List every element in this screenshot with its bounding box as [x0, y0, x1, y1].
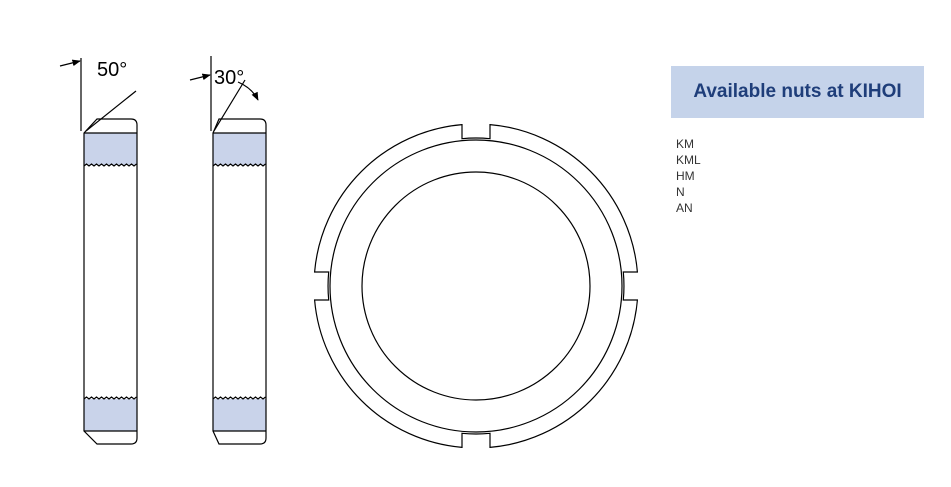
angle-label-30: 30°: [214, 67, 244, 89]
thread-line-bottom: [83, 396, 137, 400]
slotted-outer-contour: [313, 123, 639, 449]
nut-type-item[interactable]: HM: [676, 169, 695, 183]
nut-type-list: KM KML HM N AN: [676, 136, 701, 216]
thread-zone-top: [213, 133, 266, 165]
dimension-arc-arrow: [237, 81, 259, 101]
nut-outline: [83, 118, 138, 445]
thread-line-top: [212, 163, 266, 167]
thread-zone-bottom: [84, 399, 137, 431]
nut-type-item[interactable]: AN: [676, 201, 693, 215]
chamfer-extension-line: [85, 90, 137, 132]
dimension-arrow: [59, 59, 81, 67]
nut-outline: [212, 118, 267, 445]
dimension-arrow: [189, 73, 211, 81]
nut-type-item[interactable]: KM: [676, 137, 694, 151]
thread-zone-bottom: [213, 399, 266, 431]
available-nuts-panel: Available nuts at KIHOI: [671, 66, 924, 118]
nut-type-item[interactable]: N: [676, 185, 685, 199]
chamfer-extension-line: [213, 79, 246, 132]
nut-type-item[interactable]: KML: [676, 153, 701, 167]
side-view-50: [59, 58, 138, 445]
angle-label-50: 50°: [97, 59, 127, 81]
thread-line-bottom: [212, 396, 266, 400]
thread-line-top: [83, 163, 137, 167]
thread-major-circle: [329, 139, 623, 433]
panel-title: Available nuts at KIHOI: [693, 81, 902, 102]
bore-circle: [361, 171, 591, 401]
side-view-30: [189, 56, 267, 445]
front-view-ring: [313, 123, 639, 449]
thread-zone-top: [84, 133, 137, 165]
